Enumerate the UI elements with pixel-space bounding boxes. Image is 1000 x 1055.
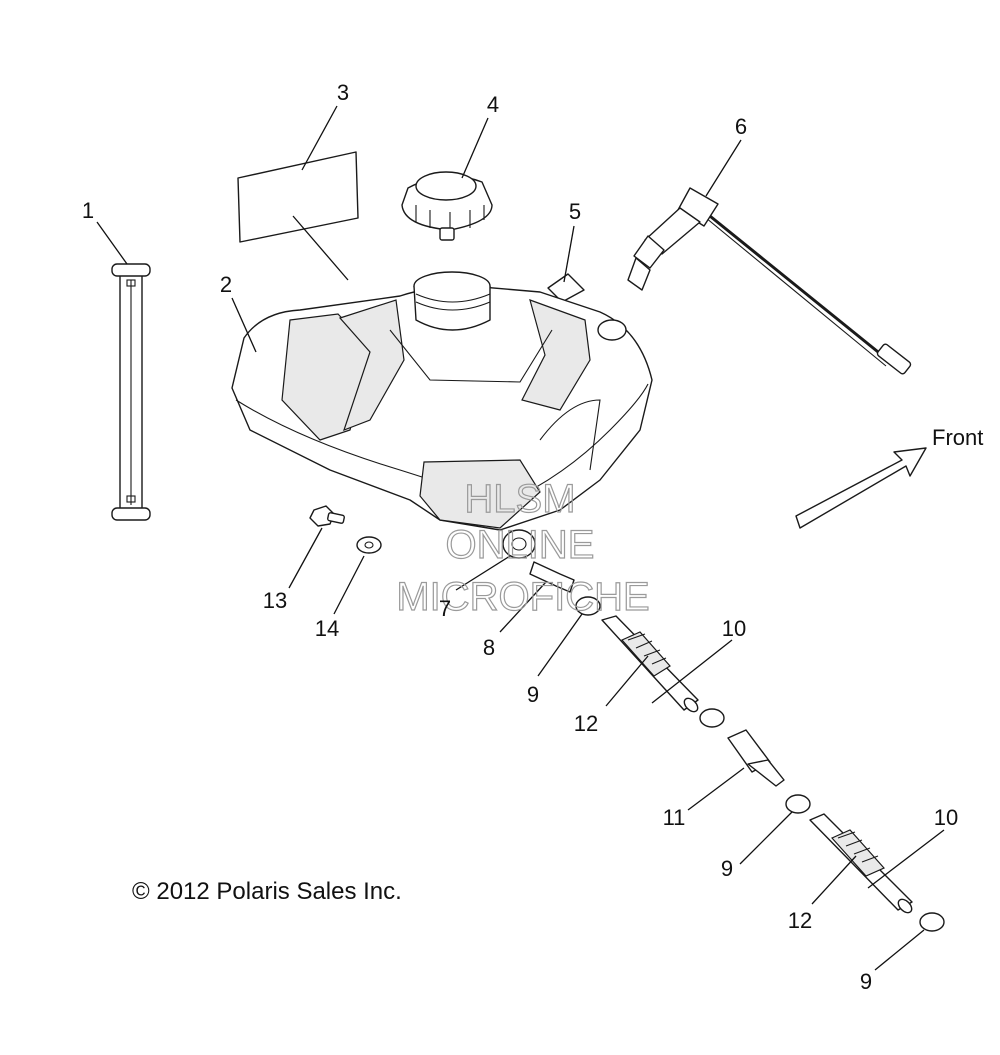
part-12-hose-sleeve-lower [831, 829, 885, 877]
part-4-fuel-cap [401, 171, 493, 241]
part-6-fuel-sender [627, 187, 912, 375]
part-11-fuel-filter [727, 729, 785, 787]
part-2-fuel-tank [231, 271, 653, 531]
callout-5: 5 [569, 199, 581, 224]
leader-lines [96, 105, 945, 971]
part-13-bolt [309, 505, 345, 527]
callout-9-a: 9 [527, 682, 539, 707]
callout-7: 7 [439, 596, 451, 621]
callout-14: 14 [315, 616, 339, 641]
callout-11: 11 [663, 805, 686, 830]
callout-12-a: 12 [574, 711, 598, 736]
front-direction-arrow: Front [795, 425, 983, 529]
watermark-line-2: ONLINE [446, 523, 595, 567]
part-8-fitting [529, 561, 575, 593]
callout-10-b: 10 [934, 805, 958, 830]
callout-9-c: 9 [860, 969, 872, 994]
part-9-clamp-b [785, 794, 811, 814]
watermark-line-1: HLSM [464, 477, 575, 521]
callout-labels: 1 2 3 4 5 6 7 8 9 9 9 10 10 11 12 12 13 … [82, 80, 958, 994]
callout-3: 3 [337, 80, 349, 105]
callout-4: 4 [487, 92, 499, 117]
callout-9-b: 9 [721, 856, 733, 881]
part-12-hose-sleeve-upper [621, 631, 671, 677]
watermark-line-3: MICROFICHE [396, 575, 649, 619]
callout-8: 8 [483, 635, 495, 660]
part-3-decal [237, 151, 359, 243]
part-9-clamp-c [919, 912, 945, 932]
callout-12-b: 12 [788, 908, 812, 933]
part-1-strap [111, 263, 151, 521]
part-14-washer [356, 536, 382, 554]
callout-2: 2 [220, 272, 232, 297]
callout-10-a: 10 [722, 616, 746, 641]
part-7-grommet [502, 529, 536, 559]
watermark: HLSM ONLINE MICROFICHE [396, 476, 651, 619]
part-9-clamp-a [575, 596, 601, 616]
callout-13: 13 [263, 588, 287, 613]
callout-1: 1 [82, 198, 94, 223]
part-9-clamp-d [699, 708, 725, 728]
front-label: Front [932, 425, 983, 450]
callout-6: 6 [735, 114, 747, 139]
copyright-notice: © 2012 Polaris Sales Inc. [132, 878, 402, 905]
